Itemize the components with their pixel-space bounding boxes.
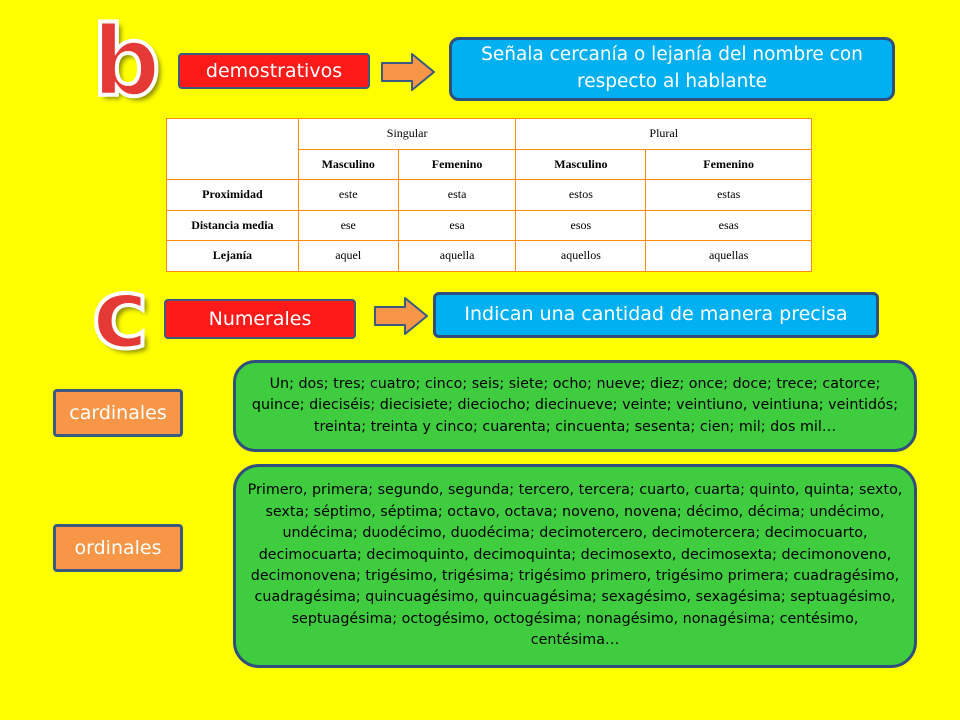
table-row: Lejanía aquel aquella aquellos aquellas [166,240,812,272]
table-group-header: Plural [515,118,812,150]
numerales-label: Numerales [164,299,356,339]
ordinales-box: Primero, primera; segundo, segunda; terc… [233,464,917,668]
table-cell: estas [645,179,812,211]
table-subheader-row: Masculino Femenino Masculino Femenino [167,148,812,180]
table-cell: este [297,179,399,211]
numerales-description: Indican una cantidad de manera precisa [433,292,879,338]
table-cell: esas [645,209,812,241]
table-cell: ese [297,209,399,241]
demostrativos-label: demostrativos [178,53,370,89]
right-arrow-icon [381,53,435,91]
cardinales-box: Un; dos; tres; cuatro; cinco; seis; siet… [233,360,917,452]
table-sub-header: Masculino [515,148,647,180]
table-header-row: Singular Plural [166,118,812,180]
demostrativos-table: Singular Plural Masculino Femenino Mascu… [166,118,812,272]
demostrativos-description: Señala cercanía o lejanía del nombre con… [449,37,895,101]
table-row: Proximidad este esta estos estas [166,179,812,211]
table-row-label: Distancia media [166,209,299,241]
table-row-label: Lejanía [166,240,299,272]
table-corner-cell [166,118,299,180]
table-sub-header: Masculino [297,148,399,180]
table-cell: estos [515,179,647,211]
table-cell: aquellos [515,240,647,272]
table-cell: aquellas [645,240,812,272]
section-letter-c: c [90,258,151,370]
table-row: Distancia media ese esa esos esas [166,209,812,241]
table-row-label: Proximidad [166,179,299,211]
table-cell: aquel [297,240,399,272]
table-cell: esos [515,209,647,241]
ordinales-label: ordinales [53,524,183,572]
right-arrow-icon [374,297,428,335]
table-cell: aquella [397,240,517,272]
section-letter-b: b [90,6,163,118]
table-sub-header: Femenino [645,148,812,180]
table-cell: esta [397,179,517,211]
table-cell: esa [397,209,517,241]
cardinales-label: cardinales [53,389,183,437]
table-sub-header: Femenino [397,148,517,180]
table-group-header: Singular [297,118,517,150]
